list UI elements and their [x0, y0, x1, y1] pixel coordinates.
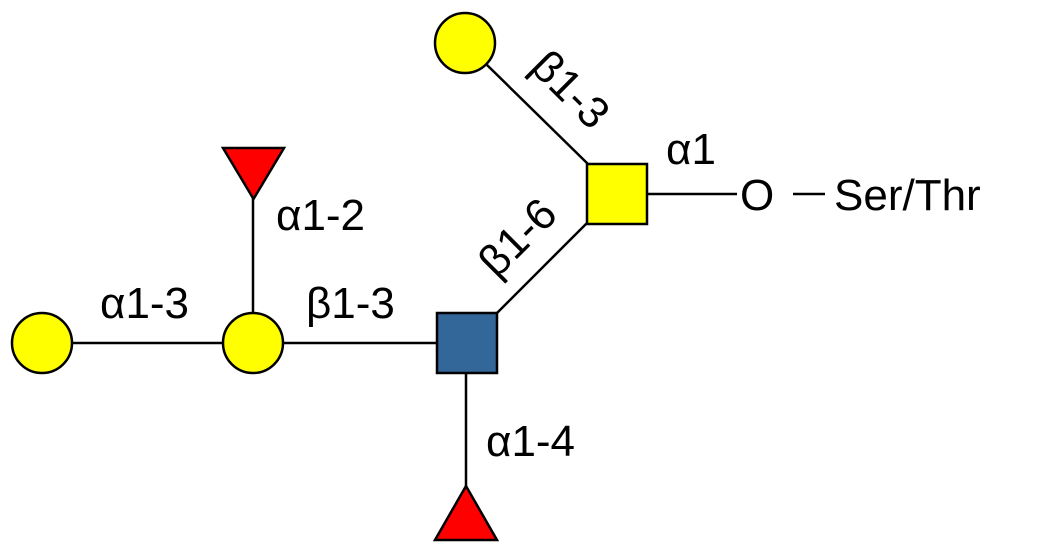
linkage-label-fuc-top: α1-2 [276, 191, 365, 240]
linkage-label-glcnac-galnac: β1-6 [469, 189, 567, 287]
linkage-label-gal-top: β1-3 [521, 41, 619, 139]
bond-glcnac-galnac [493, 221, 589, 317]
aglycone-residue: Ser/Thr [834, 171, 981, 220]
aglycone-oxygen: O [740, 171, 774, 220]
glcnac-square [435, 311, 499, 375]
linkage-label-gal-mid: β1-3 [306, 279, 395, 328]
linkage-label-gal-left: α1-3 [100, 279, 189, 328]
linkage-label-fuc-bottom: α1-4 [486, 417, 575, 466]
fucose-top-triangle [220, 146, 287, 202]
bond-gal-top-galnac [485, 63, 591, 167]
galactose-top-circle [433, 11, 497, 75]
galactose-left-circle [10, 311, 74, 375]
galactose-mid-circle [221, 311, 285, 375]
fucose-bottom-triangle [432, 483, 500, 542]
galnac-square [585, 162, 649, 226]
linkage-label-galnac-root: α1 [666, 125, 716, 174]
